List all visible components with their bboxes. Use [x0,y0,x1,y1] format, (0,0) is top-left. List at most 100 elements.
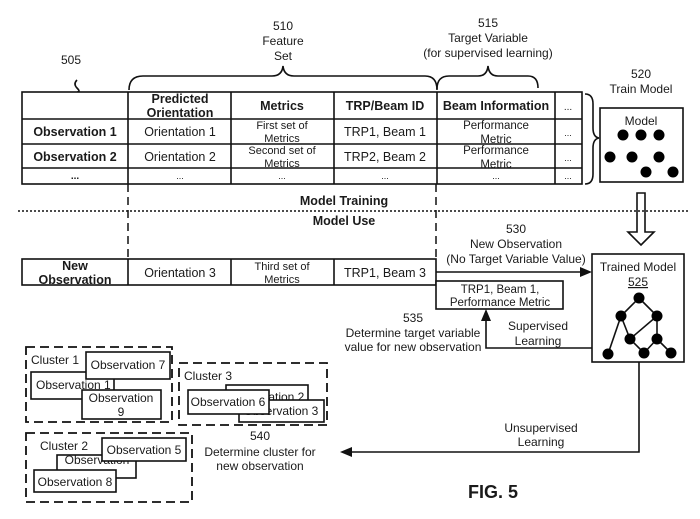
cell-more: ... [564,128,572,138]
table-row: Observation 1 Orientation 1 First set of… [33,120,571,146]
observation-card: Observation 8 [33,469,117,493]
cluster-3: Cluster 3 Observation 2 Observation 3 Ob… [178,362,328,426]
header-trp-beam-id: TRP/Beam ID [346,99,425,113]
cell-beam-info-1: Performance [463,145,529,157]
observation-card: Observation 9 [81,389,162,420]
arrow-head-icon [580,267,592,277]
trained-model-title: Trained Model [600,260,676,274]
cell-ellipsis: ... [564,171,572,181]
cluster-name: Cluster 2 [40,439,88,453]
new-observation-label-1: New [62,259,88,273]
row-label: Observation 2 [33,150,116,164]
data-point [604,151,616,163]
observation-card: Observation 7 [85,351,171,380]
header-beam-information: Beam Information [443,99,549,113]
feature-set-ref: 510 [273,19,293,33]
supervised-label-1: Supervised [508,319,568,333]
data-point [640,166,652,178]
data-point [635,129,647,141]
trained-model-box: Trained Model 525 [591,253,685,363]
determine-cluster-ref: 540 [250,429,270,443]
trained-model-ref: 525 [628,275,648,289]
table-row: ... ... ... ... ... ... [71,171,572,182]
target-variable-label-2: (for supervised learning) [423,46,552,60]
model-title: Model [625,114,658,128]
cell-more: ... [564,153,572,163]
new-observation-metrics-2: Metrics [264,274,300,286]
cluster-2: Cluster 2 Observation Observation 5 Obse… [25,432,193,503]
predicted-target-line-1: TRP1, Beam 1, [461,284,540,296]
cell-trp-beam: TRP2, Beam 2 [344,150,426,164]
supervised-label-2: Learning [515,334,562,348]
model-use-label: Model Use [313,214,376,228]
network-graph-icon [602,292,677,360]
observation-label: Observation 7 [91,358,166,372]
new-observation-arrow-label-2: (No Target Variable Value) [446,252,585,266]
unsupervised-learning-arrow [352,362,640,453]
header-metrics: Metrics [260,99,304,113]
determine-target-label-1: Determine target variable [346,326,481,340]
cluster-name: Cluster 3 [184,369,232,383]
hollow-down-arrow-icon [626,192,656,247]
cell-ellipsis: ... [492,171,500,181]
figure-label: FIG. 5 [468,482,518,502]
cell-metrics-2: Metrics [264,158,300,170]
determine-target-label-2: value for new observation [345,340,482,354]
new-observation-table: New Observation Orientation 3 Third set … [21,258,437,287]
ref-505-leader [74,79,80,93]
cell-beam-info-2: Metric [480,134,512,146]
cell-ellipsis: ... [278,171,286,181]
unsupervised-label-1: Unsupervised [504,421,577,435]
model-box: Model [599,107,684,183]
target-variable-label-1: Target Variable [448,31,528,45]
data-point [617,129,629,141]
new-observation-trp-beam: TRP1, Beam 3 [344,266,426,280]
arrow-head-icon [340,447,352,457]
supervised-learning-arrow [485,320,592,349]
unsupervised-label-2: Learning [518,435,565,449]
arrow-head-icon [481,309,491,321]
predicted-target-line-2: Performance Metric [450,297,551,309]
cell-ellipsis: ... [381,171,389,181]
row-label: Observation 1 [33,125,116,139]
determine-cluster-label-2: new observation [216,459,303,473]
new-observation-arrow-label-1: New Observation [470,237,562,251]
cell-beam-info-2: Metric [480,159,512,171]
observation-label: Observation 5 [107,443,182,457]
feature-set-label-2: Set [274,49,293,63]
cell-trp-beam: TRP1, Beam 1 [344,125,426,139]
data-point [653,151,665,163]
cluster-1: Cluster 1 Observation 1 Observation 7 Ob… [25,346,173,423]
new-observation-orientation: Orientation 3 [144,266,216,280]
cell-beam-info-1: Performance [463,120,529,132]
model-training-label: Model Training [300,194,388,208]
data-point [626,151,638,163]
header-predicted-orientation-1: Predicted [152,92,209,106]
feature-set-label-1: Feature [262,34,304,48]
table-row: Observation 2 Orientation 2 Second set o… [33,145,571,171]
observation-card: Observation 6 [187,389,270,415]
observation-label-2: 9 [118,405,125,419]
train-model-ref: 520 [631,67,651,81]
cell-ellipsis: ... [176,171,184,181]
new-observation-metrics-1: Third set of [254,261,310,273]
cell-metrics-1: First set of [256,120,308,132]
train-model-brace [584,93,600,185]
cell-metrics-2: Metrics [264,133,300,145]
determine-cluster-label-1: Determine cluster for [204,445,315,459]
observation-label: Observation 1 [36,378,111,392]
feature-set-brace [128,65,438,91]
cell-metrics-1: Second set of [248,145,316,157]
data-point [653,129,665,141]
predicted-target-box: TRP1, Beam 1, Performance Metric [435,280,564,310]
train-model-label: Train Model [610,82,673,96]
target-variable-ref: 515 [478,16,498,30]
row-label: ... [71,171,80,182]
determine-target-ref: 535 [403,311,423,325]
observation-card: Observation 1 [30,371,115,400]
observation-card: Observation 5 [101,437,187,462]
new-observation-arrow-ref: 530 [506,222,526,236]
new-observation-label-2: Observation [39,273,112,287]
ref-505: 505 [61,53,81,67]
